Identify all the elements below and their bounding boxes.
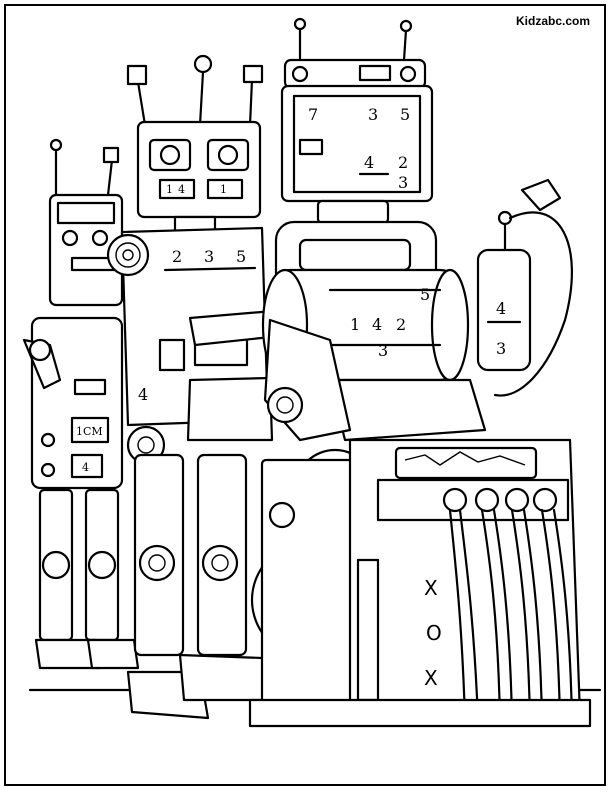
watermark: Kidzabc.com xyxy=(515,14,590,28)
robot-middle-chest-number: 2 xyxy=(172,247,182,266)
machine-panel-mark: O xyxy=(426,621,442,645)
robot-right: 7 3 5 4 2 3 xyxy=(276,19,436,292)
robot-right-display-number: 3 xyxy=(398,173,408,192)
robot-right-display-number: 4 xyxy=(364,153,374,172)
machine-tube-number: 3 xyxy=(496,339,506,358)
machine-tube-number: 4 xyxy=(496,299,506,318)
robot-middle-chest-number: 5 xyxy=(236,247,246,266)
robot-right-screen-number: 5 xyxy=(400,105,410,124)
robot-left-display-number: 4 xyxy=(82,461,89,474)
robot-middle-head-button: 4 xyxy=(178,183,185,196)
machine-scroll-number: 3 xyxy=(378,341,388,360)
machine-scroll-number: 2 xyxy=(396,315,406,334)
robot-middle-chest-number: 3 xyxy=(204,247,214,266)
machine-panel-mark: X xyxy=(424,666,438,690)
robot-middle-head-button: 1 xyxy=(220,183,227,196)
machine-panel-mark: X xyxy=(424,576,438,600)
robot-middle-side-number: 4 xyxy=(138,385,148,404)
robot-right-screen-number: 7 xyxy=(308,105,318,124)
robot-left: 1CM 4 xyxy=(24,140,138,668)
robot-middle-head-button: 1 xyxy=(166,183,173,196)
page-border xyxy=(4,4,606,786)
robot-right-display-number: 2 xyxy=(398,153,408,172)
robot-left-display: 1CM xyxy=(76,425,103,438)
machine-scroll-number: 5 xyxy=(420,285,430,304)
robot-right-screen-number: 3 xyxy=(368,105,378,124)
machine-scroll-number: 1 xyxy=(350,315,360,334)
math-machine: 1 4 2 3 5 xyxy=(250,180,590,726)
machine-scroll-number: 4 xyxy=(372,315,382,334)
